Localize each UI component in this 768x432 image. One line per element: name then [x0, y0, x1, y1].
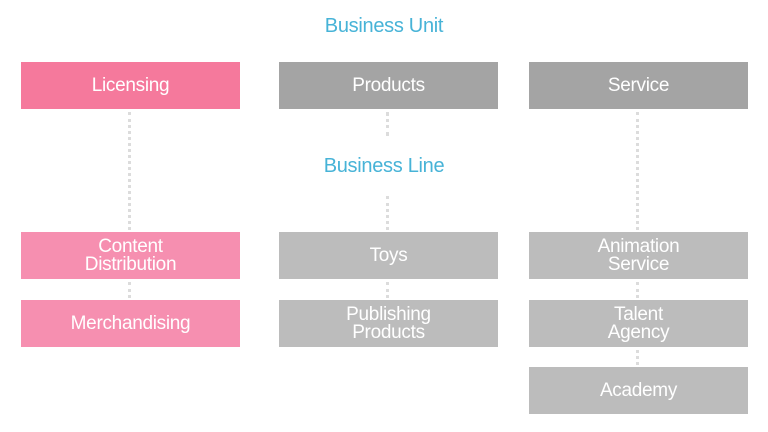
connector-licensing-upper	[128, 112, 131, 230]
unit-products[interactable]: Products	[279, 62, 498, 109]
line-publishing-products-label-1: Publishing	[346, 303, 431, 325]
line-talent-agency-label-2: Agency	[607, 321, 670, 343]
line-talent-agency-label-1: Talent	[614, 303, 663, 325]
business-line-heading: Business Line	[323, 155, 445, 177]
line-animation-service[interactable]: Animation Service	[529, 232, 748, 279]
unit-licensing-label: Licensing	[91, 74, 170, 96]
line-publishing-products[interactable]: Publishing Products	[279, 300, 498, 347]
line-academy-label: Academy	[599, 379, 678, 401]
line-talent-agency[interactable]: Talent Agency	[529, 300, 748, 347]
line-toys[interactable]: Toys	[279, 232, 498, 279]
connector-products-lower	[386, 282, 389, 298]
unit-products-label: Products	[352, 74, 425, 96]
unit-licensing[interactable]: Licensing	[21, 62, 240, 109]
line-content-distribution[interactable]: Content Distribution	[21, 232, 240, 279]
connector-products-middle	[386, 196, 389, 230]
line-animation-service-label-1: Animation	[597, 235, 680, 257]
connector-service-bottom	[636, 350, 639, 365]
connector-products-upper	[386, 112, 389, 136]
unit-service-label: Service	[607, 74, 670, 96]
line-merchandising-label: Merchandising	[70, 312, 191, 334]
line-content-distribution-label-1: Content	[98, 235, 163, 257]
unit-service[interactable]: Service	[529, 62, 748, 109]
line-content-distribution-label-2: Distribution	[84, 253, 177, 275]
connector-service-upper	[636, 112, 639, 230]
line-toys-label: Toys	[369, 244, 408, 266]
connector-licensing-lower	[128, 282, 131, 298]
line-academy[interactable]: Academy	[529, 367, 748, 414]
line-merchandising[interactable]: Merchandising	[21, 300, 240, 347]
business-unit-heading: Business Unit	[324, 15, 444, 37]
line-publishing-products-label-2: Products	[352, 321, 425, 343]
line-animation-service-label-2: Service	[607, 253, 670, 275]
connector-service-lower	[636, 282, 639, 298]
